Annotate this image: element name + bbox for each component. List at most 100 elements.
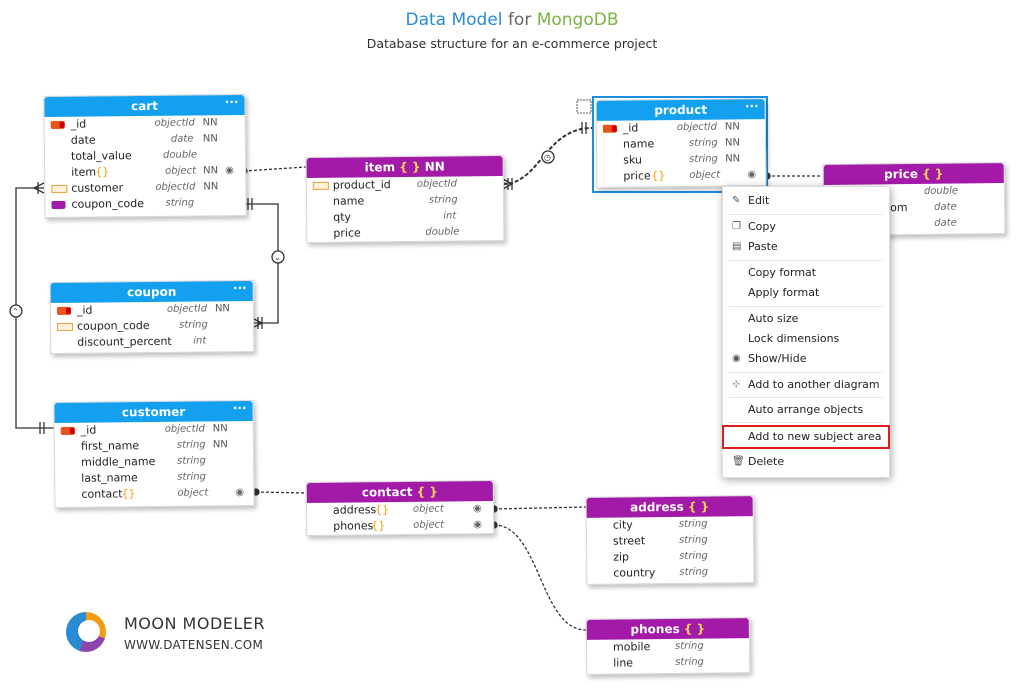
entity-header[interactable]: contact { } [306, 481, 493, 503]
menu-separator [729, 372, 883, 373]
menu-item-add-to-another-diagram[interactable]: ⊹Add to another diagram [723, 376, 889, 394]
menu-item-show-hide[interactable]: ◉Show/Hide [723, 350, 889, 368]
embedded-braces: { } [416, 484, 438, 499]
menu-item-copy-format[interactable]: Copy format [723, 264, 889, 282]
menu-item-lock-dimensions[interactable]: Lock dimensions [723, 330, 889, 348]
field-type: date [934, 201, 957, 213]
menu-item-label: Add to new subject area [748, 430, 882, 443]
entity-header[interactable]: customer ··· [54, 400, 253, 424]
foreign-key-icon [312, 181, 329, 190]
rel-circle [541, 150, 555, 164]
field-name: first_name [80, 439, 140, 453]
entity-title: cart [130, 98, 158, 114]
title-part-1: Data Model [405, 10, 503, 30]
field-type: objectId [166, 303, 208, 315]
field-row[interactable]: price{}object◉ [597, 167, 765, 185]
entity-header[interactable]: cart ··· [44, 94, 245, 118]
entity-title: coupon [127, 284, 177, 300]
entity-header[interactable]: product ··· [596, 99, 765, 121]
brand-url[interactable]: WWW.DATENSEN.COM [124, 638, 264, 652]
brand-name: MOON MODELER [124, 614, 266, 633]
entity-header[interactable]: address { } [586, 496, 753, 518]
more-icon[interactable]: ··· [232, 281, 247, 296]
more-icon[interactable]: ··· [224, 95, 239, 110]
field-type: string [678, 534, 708, 546]
trash-icon: 🗑 [732, 456, 745, 467]
field-row[interactable]: address{}object◉ [307, 501, 493, 519]
more-icon[interactable]: ··· [744, 99, 759, 114]
entity-title: contact [361, 484, 413, 500]
menu-item-label: Delete [748, 455, 785, 468]
rel-customer-contact [255, 491, 307, 494]
entity-header[interactable]: price { } [823, 163, 1004, 185]
eye-icon[interactable]: ◉ [225, 165, 234, 177]
menu-item-delete[interactable]: 🗑Delete [723, 453, 889, 471]
menu-separator [729, 422, 883, 423]
eye-icon[interactable]: ◉ [235, 487, 245, 499]
field-name: street [612, 534, 646, 548]
foreign-key-icon [57, 322, 74, 331]
menu-item-edit[interactable]: ✎Edit [723, 192, 889, 210]
eye-icon[interactable]: ◉ [747, 169, 757, 181]
menu-item-copy[interactable]: ❐Copy [723, 218, 889, 236]
embedded-braces: { } [922, 166, 944, 181]
field-row[interactable]: street string [587, 532, 753, 550]
selection-handle-icon [576, 99, 592, 114]
eye-icon[interactable]: ◉ [472, 503, 482, 515]
menu-item-add-to-new-subject-area[interactable]: Add to new subject area [722, 425, 890, 449]
diagram-title: Data Model for MongoDB [0, 10, 1024, 30]
entity-header[interactable]: coupon ··· [50, 280, 253, 304]
menu-item-label: Lock dimensions [748, 332, 840, 345]
entity-contact[interactable]: contact { } address{}object◉ phones{}obj… [305, 480, 495, 536]
field-type: string [679, 566, 709, 578]
field-type: objectId [676, 121, 718, 134]
more-icon[interactable]: ··· [232, 401, 247, 416]
diagram-subtitle: Database structure for an e-commerce pro… [366, 36, 658, 51]
field-row[interactable]: contact{}object◉ [55, 485, 253, 503]
menu-item-apply-format[interactable]: Apply format [723, 284, 889, 302]
field-row[interactable]: phones{}object◉ [307, 517, 493, 535]
embedded-braces: {} [121, 487, 136, 501]
field-type: object [413, 519, 445, 531]
entity-header[interactable]: item { } NN [306, 155, 503, 179]
entity-header[interactable]: phones { } [586, 618, 749, 640]
menu-item-paste[interactable]: ▤Paste [723, 238, 889, 256]
menu-item-auto-arrange[interactable]: Auto arrange objects [723, 401, 889, 419]
menu-item-label: Auto arrange objects [748, 403, 864, 416]
menu-item-label: Copy [748, 220, 776, 233]
field-nn: NN [203, 181, 219, 193]
field-name: _id [622, 121, 639, 135]
embedded-braces: { } [687, 499, 710, 514]
add-diagram-icon: ⊹ [732, 379, 741, 390]
menu-item-auto-size[interactable]: Auto size [723, 310, 889, 328]
rel-end-mark [251, 317, 264, 329]
field-nn: NN [724, 137, 741, 149]
foreign-key-icon [51, 184, 68, 193]
primary-key-icon [602, 124, 617, 133]
field-type: string [679, 550, 708, 562]
field-type: date [170, 133, 194, 145]
menu-separator [729, 260, 883, 261]
rel-circle [9, 304, 23, 318]
field-name: product_id [332, 178, 391, 192]
eye-icon[interactable]: ◉ [473, 519, 482, 531]
context-menu: ✎Edit ❐Copy ▤Paste Copy format Apply for… [722, 186, 890, 478]
